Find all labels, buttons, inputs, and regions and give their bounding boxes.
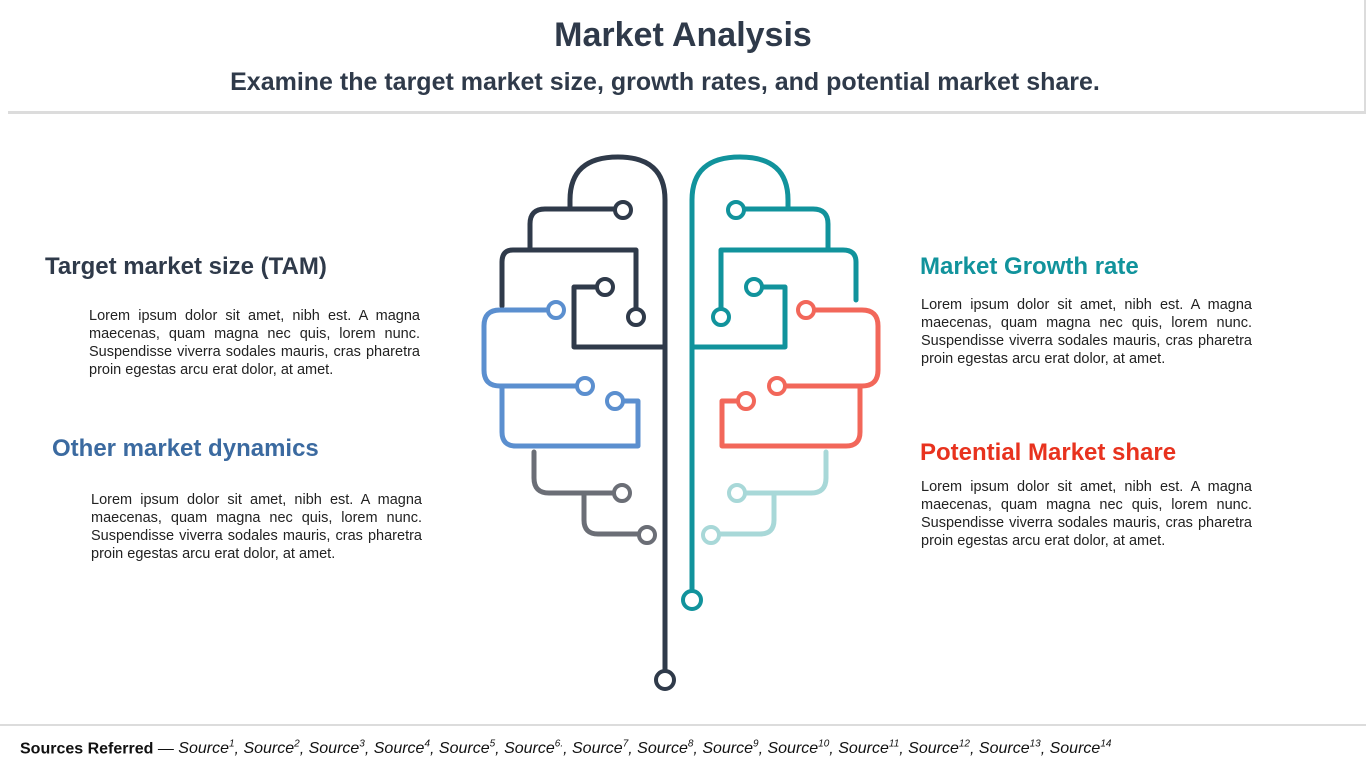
source-item-text: Source xyxy=(178,740,229,758)
source-item-number: 11 xyxy=(888,739,900,750)
source-item: Source9 xyxy=(702,739,759,758)
source-item-text: Source xyxy=(572,740,623,758)
source-item: Source7 xyxy=(572,739,629,758)
source-item-number: 9 xyxy=(753,739,759,750)
source-item: Source1 xyxy=(178,739,235,758)
source-item-text: Source xyxy=(767,740,819,758)
right-teal-circuit xyxy=(681,154,859,611)
source-item-number: 5 xyxy=(489,739,496,750)
source-item-text: Source xyxy=(1049,740,1101,758)
source-item-text: Source xyxy=(978,740,1030,758)
header-side-divider xyxy=(1364,0,1366,114)
source-item-text: Source xyxy=(838,740,889,758)
source-item: Source2 xyxy=(243,739,300,758)
right-light-teal-circuit xyxy=(701,449,829,545)
source-item-text: Source xyxy=(908,740,959,758)
source-item-text: Source xyxy=(702,740,754,758)
source-item-text: Source xyxy=(438,740,490,758)
left-dark-circuit xyxy=(499,154,676,691)
sources-label: Sources Referred xyxy=(20,740,154,758)
source-item-number: 7 xyxy=(622,739,629,750)
sources-footer: Sources Referred — Source1, Source2, Sou… xyxy=(20,739,1111,758)
source-item-text: Source xyxy=(637,740,688,758)
source-item: Source3 xyxy=(308,739,365,758)
source-item-number: 13 xyxy=(1029,739,1041,750)
source-item-text: Source xyxy=(308,740,360,758)
source-item-text: Source xyxy=(504,740,555,758)
tam-text: Lorem ipsum dolor sit amet, nibh est. A … xyxy=(89,308,420,378)
sources-separator: — xyxy=(153,740,179,758)
left-gray-circuit xyxy=(531,449,657,545)
source-item-number: 12 xyxy=(958,739,970,750)
source-item: Source5 xyxy=(438,739,496,758)
source-item: Source8 xyxy=(637,739,694,758)
page-title: Market Analysis xyxy=(554,16,812,54)
source-item: Source14 xyxy=(1049,739,1112,758)
page-subtitle: Examine the target market size, growth r… xyxy=(230,68,1100,96)
growth-rate-heading: Market Growth rate xyxy=(920,253,1139,280)
source-item-text: Source xyxy=(243,740,295,758)
footer-divider xyxy=(0,724,1366,726)
source-item-number: 14 xyxy=(1100,739,1112,750)
source-item: Source12 xyxy=(908,739,970,758)
source-item-number: 8 xyxy=(687,739,694,750)
market-share-text: Lorem ipsum dolor sit amet, nibh est. A … xyxy=(921,479,1252,549)
source-item-number: 2 xyxy=(294,739,300,750)
right-coral-circuit xyxy=(719,300,881,449)
source-item-number: 4 xyxy=(424,739,431,750)
growth-rate-text: Lorem ipsum dolor sit amet, nibh est. A … xyxy=(921,297,1252,367)
other-dynamics-text: Lorem ipsum dolor sit amet, nibh est. A … xyxy=(91,492,422,562)
market-share-heading: Potential Market share xyxy=(920,439,1177,466)
sources-list: Source1, Source2, Source3, Source4, Sour… xyxy=(178,739,1112,758)
source-item-number: 1 xyxy=(228,739,235,750)
source-item-number: 6. xyxy=(554,739,564,750)
other-dynamics-heading: Other market dynamics xyxy=(52,435,319,462)
source-item: Source13 xyxy=(978,739,1041,758)
left-blue-circuit xyxy=(481,300,641,449)
header-divider xyxy=(8,111,1366,114)
source-item-text: Source xyxy=(373,740,425,758)
source-item: Source10 xyxy=(767,739,830,758)
source-item: Source6. xyxy=(504,739,564,758)
source-item: Source4 xyxy=(373,739,431,758)
source-item-number: 10 xyxy=(818,739,830,750)
source-item-number: 3 xyxy=(359,739,365,750)
tam-heading: Target market size (TAM) xyxy=(45,253,327,280)
source-item: Source11 xyxy=(838,739,900,758)
